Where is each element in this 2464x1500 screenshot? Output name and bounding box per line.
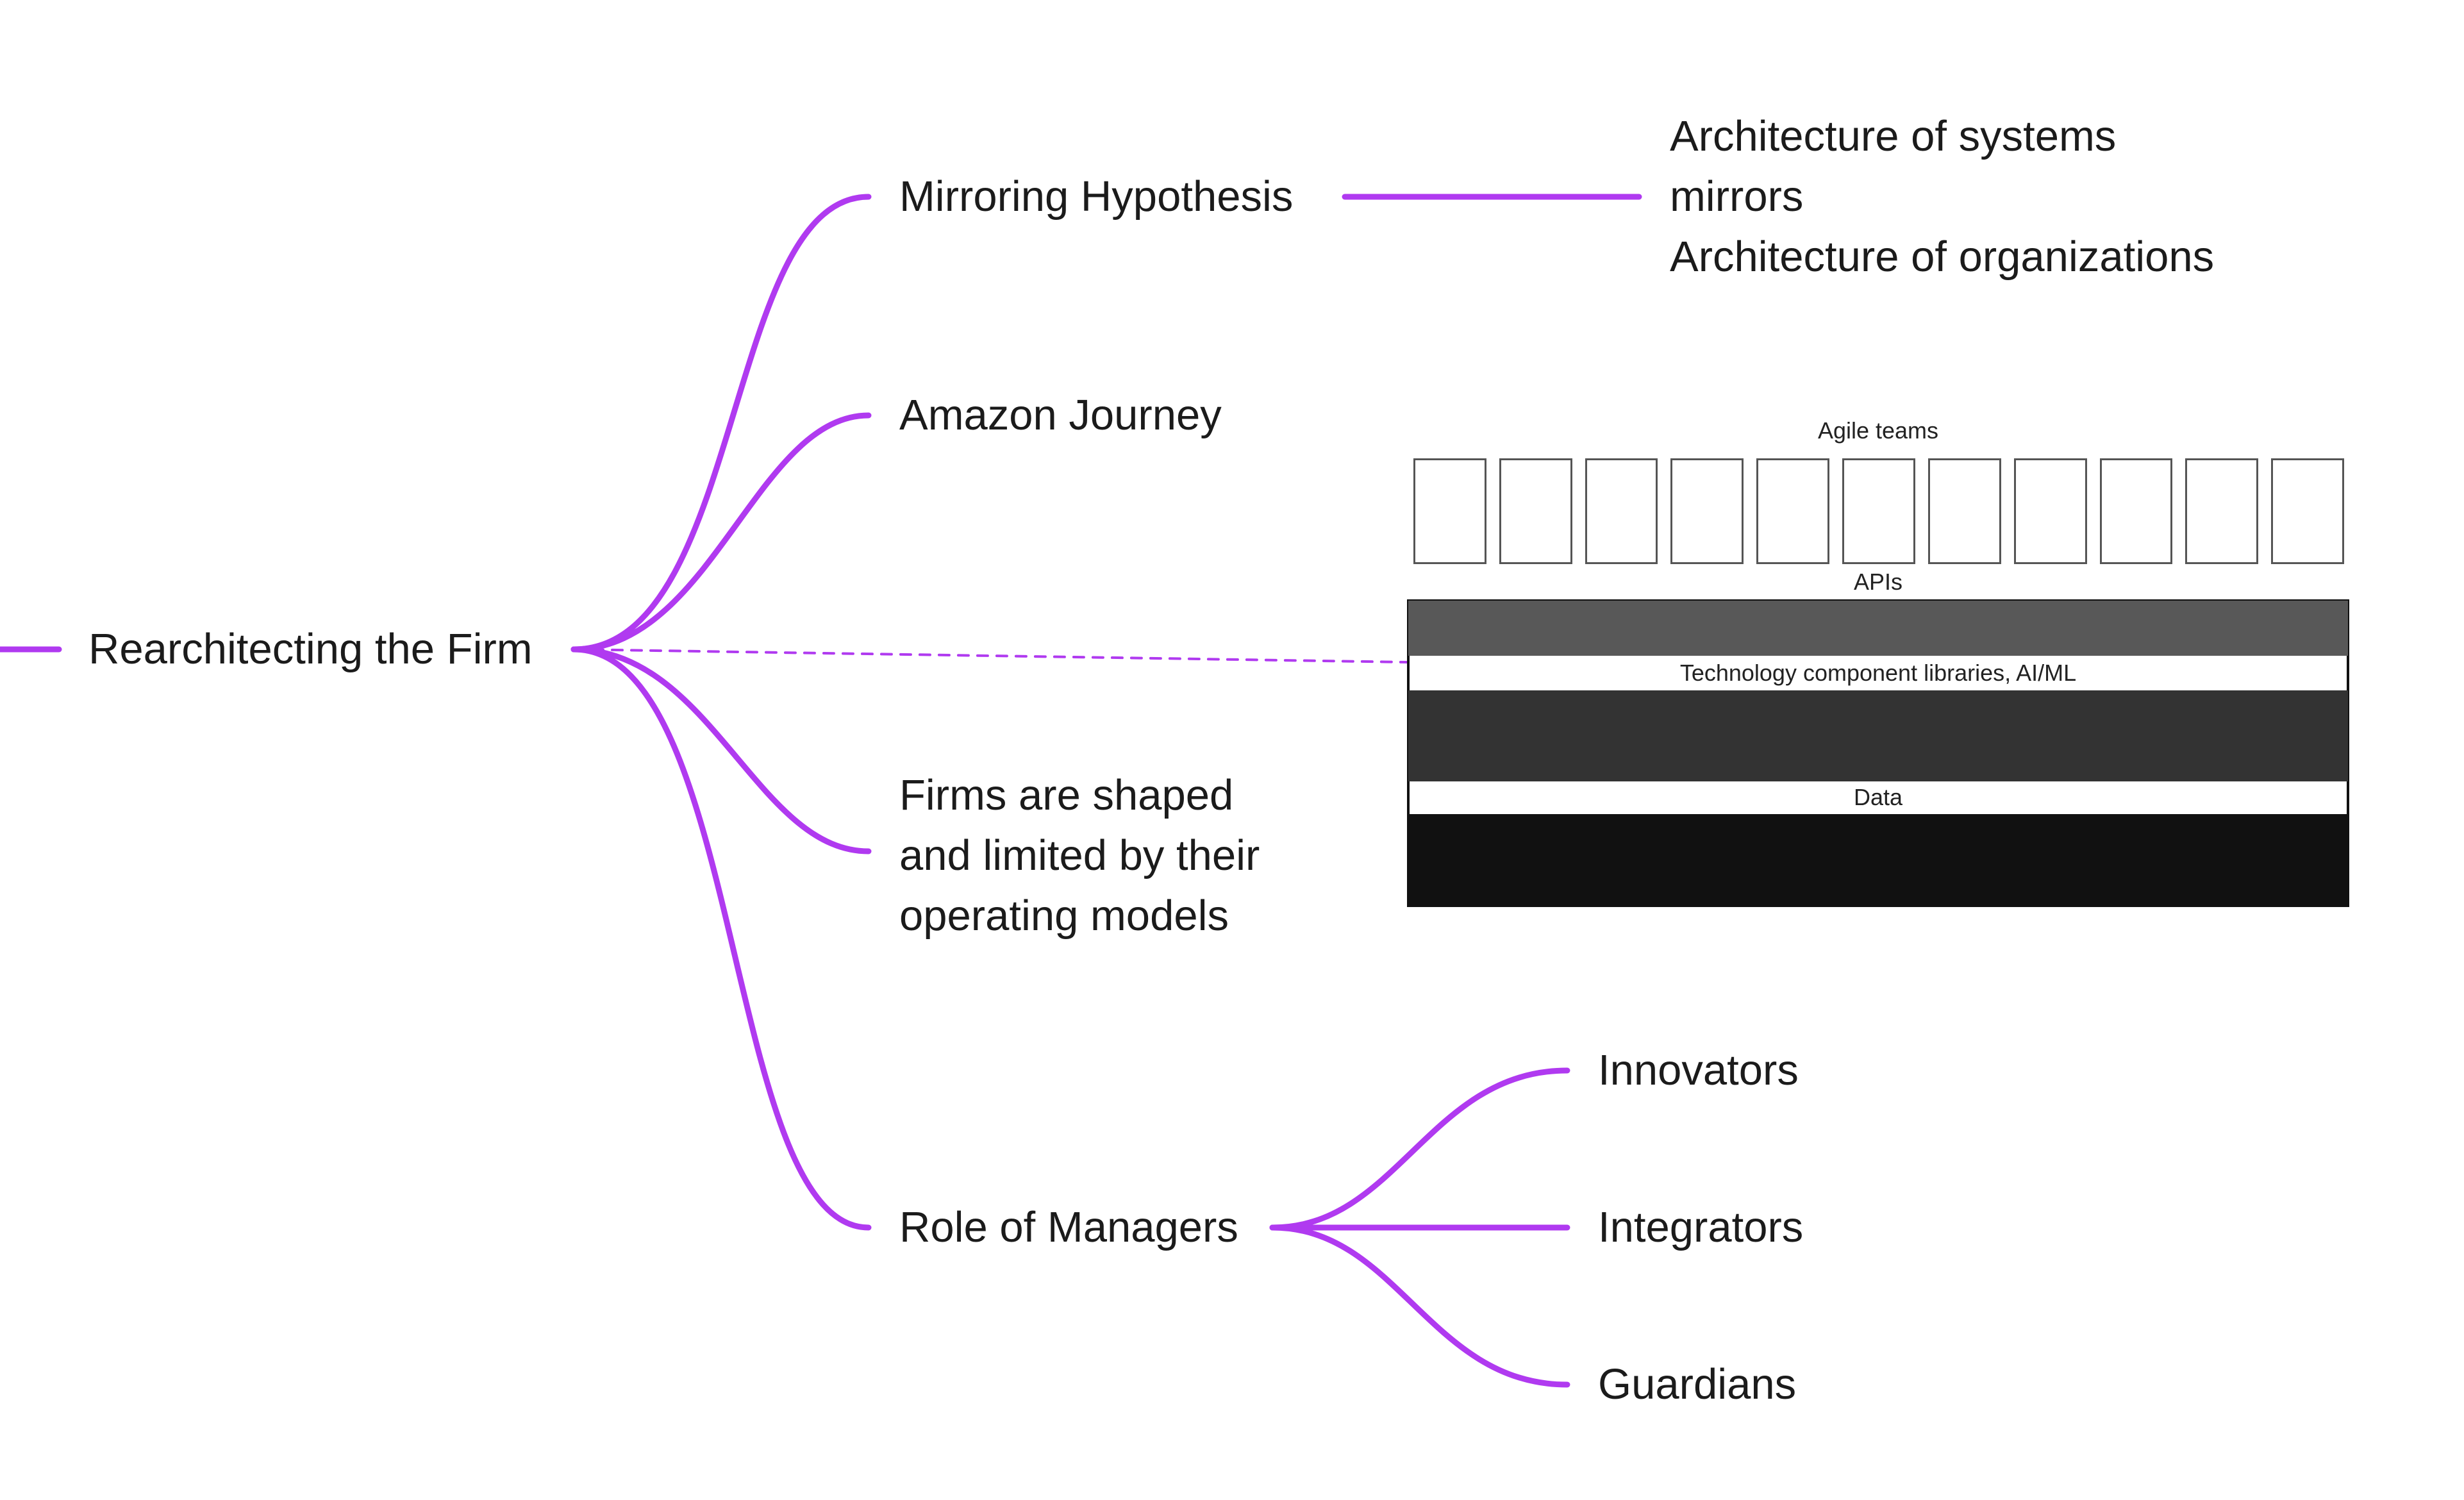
link-root-amazon: [570, 412, 872, 653]
data-layer: [1408, 814, 2348, 906]
agile-team-box: [1842, 458, 1915, 564]
link-managers-guardians: [1269, 1224, 1570, 1388]
node-mirroring-hypothesis[interactable]: Mirroring Hypothesis: [899, 172, 1294, 221]
mirroring-detail-line: mirrors: [1670, 172, 1804, 221]
apis-label: APIs: [1853, 569, 1903, 595]
link-root-stack-dashed: [572, 648, 1408, 663]
agile-team-box: [1499, 458, 1572, 564]
node-firms-shaped[interactable]: Firms are shaped and limited by their op…: [899, 765, 1260, 946]
agile-team-box: [1413, 458, 1486, 564]
agile-teams-label: Agile teams: [1817, 417, 1939, 444]
mirroring-detail-line: Architecture of systems: [1670, 112, 2117, 160]
node-integrators[interactable]: Integrators: [1598, 1203, 1804, 1251]
api-layer: [1408, 601, 2348, 656]
link-root-mirroring: [570, 194, 872, 653]
node-amazon-journey[interactable]: Amazon Journey: [899, 391, 1222, 439]
firms-shaped-line: Firms are shaped: [899, 771, 1234, 819]
link-managers-innovators: [1269, 1067, 1570, 1231]
firms-shaped-line: and limited by their: [899, 831, 1260, 879]
agile-team-box: [2013, 458, 2087, 564]
node-role-of-managers[interactable]: Role of Managers: [899, 1203, 1238, 1251]
node-guardians[interactable]: Guardians: [1598, 1360, 1797, 1408]
agile-team-box: [2099, 458, 2173, 564]
data-layer-label: Data: [1853, 784, 1903, 810]
node-innovators[interactable]: Innovators: [1598, 1046, 1799, 1094]
mirroring-detail-line: Architecture of organizations: [1670, 233, 2215, 281]
link-root-managers: [570, 646, 872, 1231]
technology-layer-label: Technology component libraries, AI/ML: [1679, 660, 2077, 686]
agile-team-box: [1756, 458, 1830, 564]
agile-team-box: [2271, 458, 2344, 564]
agile-team-box: [1670, 458, 1744, 564]
technology-layer: [1408, 690, 2348, 781]
agile-team-box: [2185, 458, 2259, 564]
firms-shaped-line: operating models: [899, 892, 1229, 940]
root-node[interactable]: Rearchitecting the Firm: [88, 625, 533, 673]
agile-team-box: [1927, 458, 2001, 564]
link-root-firms: [570, 646, 872, 854]
agile-team-box: [1585, 458, 1658, 564]
node-mirroring-detail[interactable]: Architecture of systems mirrors Architec…: [1670, 106, 2214, 287]
